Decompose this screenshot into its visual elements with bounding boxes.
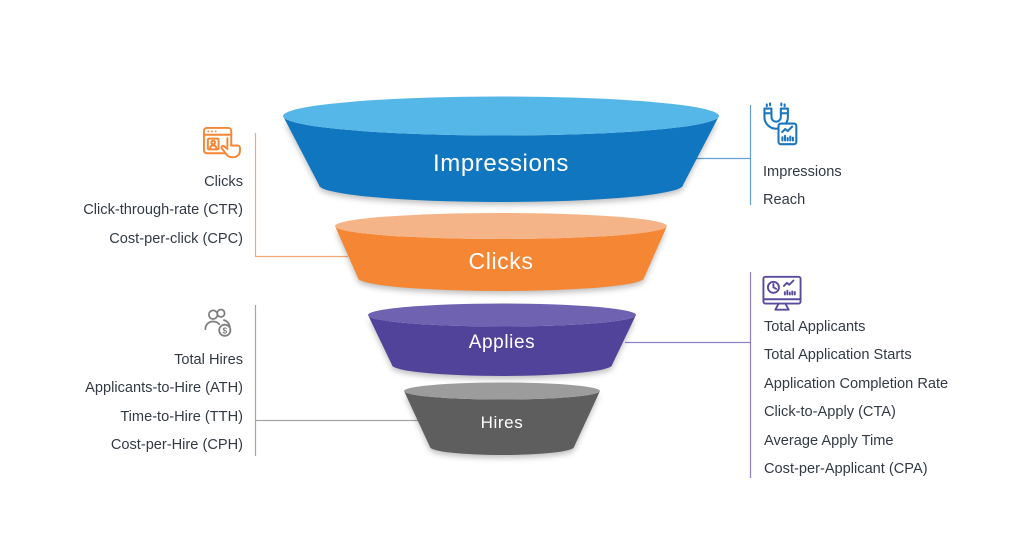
funnel-stage-body bbox=[283, 116, 719, 202]
funnel-stage-impressions bbox=[283, 96, 719, 202]
impression-metrics-list: Impressions Reach bbox=[763, 158, 842, 215]
funnel-stage-label-hires: Hires bbox=[480, 413, 524, 432]
funnel-stage-label-impressions: Impressions bbox=[433, 150, 569, 177]
metric-label: Click-to-Apply (CTA) bbox=[764, 404, 896, 421]
metric-label: Total Applicants bbox=[764, 319, 866, 335]
metric-label: Cost-per-click (CPC) bbox=[109, 230, 243, 247]
metric-label: Impressions bbox=[763, 164, 842, 180]
funnel-stage-label-applies: Applies bbox=[468, 332, 536, 353]
funnel-stage-label-clicks: Clicks bbox=[468, 248, 534, 274]
metric-label: Average Apply Time bbox=[764, 432, 894, 449]
funnel-stage-body bbox=[404, 391, 600, 455]
funnel-stage-clicks bbox=[335, 213, 667, 291]
connector-line-clicks bbox=[254, 133, 348, 258]
funnel-stage-body bbox=[335, 226, 667, 291]
funnel-stage-hires bbox=[404, 382, 600, 455]
people-dollar-icon: $ bbox=[204, 308, 232, 337]
funnel-stage-top bbox=[404, 382, 600, 400]
metric-label: Cost-per-Applicant (CPA) bbox=[764, 461, 928, 478]
connector-line-hires bbox=[254, 305, 418, 456]
magnet-analytics-icon bbox=[763, 102, 798, 146]
metric-label: Total Application Starts bbox=[764, 347, 912, 364]
apply-metrics-list: Total Applicants Total Application Start… bbox=[764, 313, 948, 483]
funnel-stage-top bbox=[283, 96, 719, 136]
funnel-stage-top bbox=[368, 303, 636, 327]
funnel-stage-top bbox=[335, 213, 667, 239]
browser-click-icon bbox=[202, 126, 241, 159]
funnel-stage-applies bbox=[368, 303, 636, 376]
hire-metrics-list: Total Hires Applicants-to-Hire (ATH) Tim… bbox=[85, 346, 243, 460]
funnel-stage-body bbox=[368, 315, 636, 376]
metric-label: Application Completion Rate bbox=[764, 375, 949, 392]
click-metrics-list: Clicks Click-through-rate (CTR) Cost-per… bbox=[83, 168, 243, 253]
connector-line-impressions bbox=[696, 105, 752, 205]
metric-label: Reach bbox=[763, 192, 806, 209]
monitor-analytics-icon bbox=[762, 275, 802, 311]
metric-label: Clicks bbox=[204, 174, 243, 190]
metric-label: Time-to-Hire (TTH) bbox=[120, 408, 243, 425]
dollar-glyph: $ bbox=[223, 326, 228, 335]
metric-label: Cost-per-Hire (CPH) bbox=[110, 437, 243, 454]
metric-label: Total Hires bbox=[174, 352, 243, 368]
metric-label: Applicants-to-Hire (ATH) bbox=[85, 380, 243, 397]
metric-label: Click-through-rate (CTR) bbox=[83, 202, 243, 219]
connector-line-applies bbox=[625, 272, 752, 478]
